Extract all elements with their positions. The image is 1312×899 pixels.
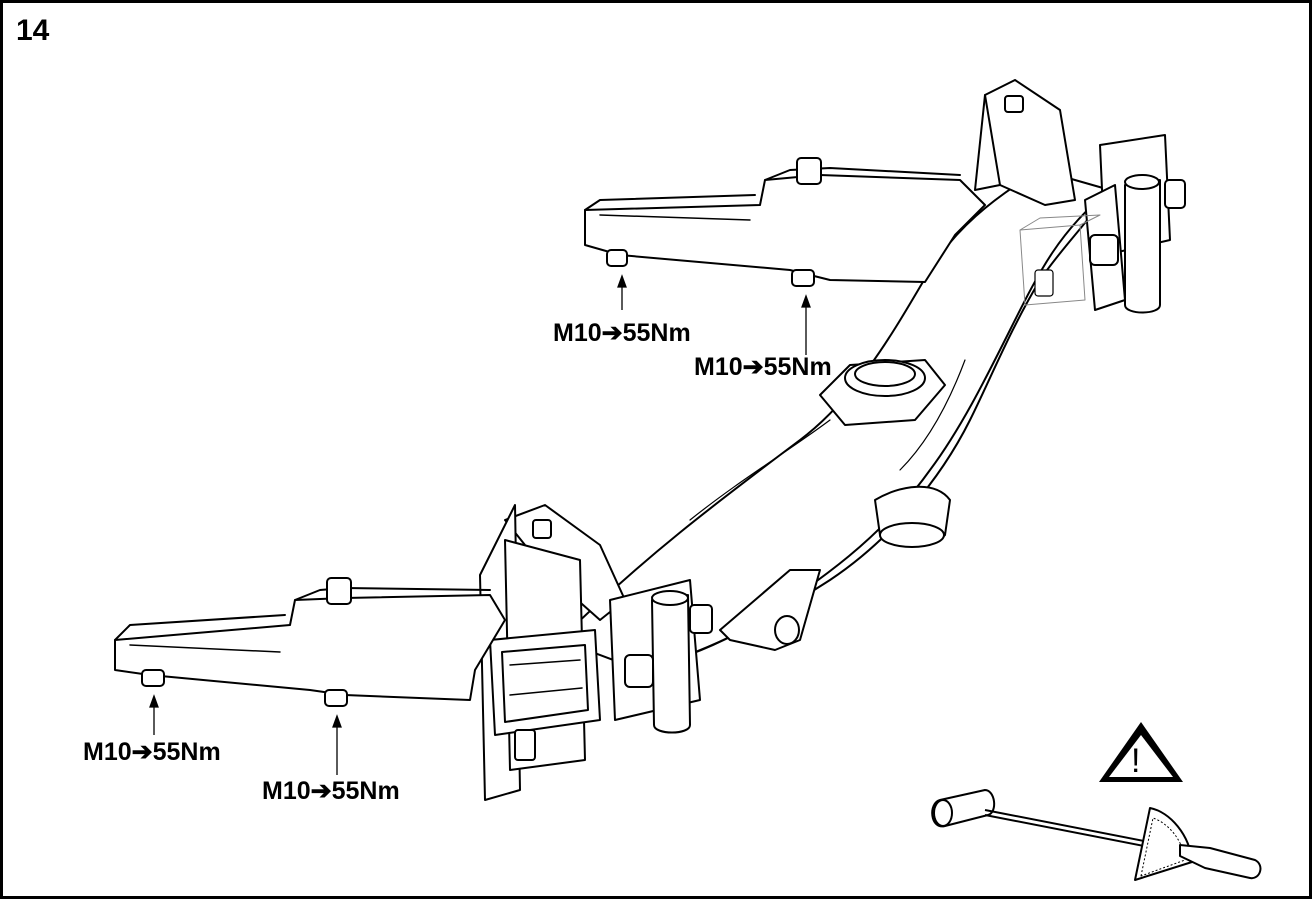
- crossbar-edge-line: [689, 359, 966, 521]
- rear-right-nut-a: [1164, 179, 1186, 209]
- front-arm-stud: [326, 577, 352, 605]
- center-boss-top: [854, 361, 916, 387]
- step-number: 14: [16, 14, 50, 47]
- torque-label-rear-left: M10➔55Nm: [553, 319, 691, 347]
- rear-arm-stud: [796, 157, 822, 185]
- rear-right-tube-top: [1124, 174, 1160, 190]
- rear-arm: [584, 174, 986, 283]
- front-nut-a: [689, 604, 713, 634]
- torque-label-front-right: M10➔55Nm: [262, 777, 400, 805]
- front-arm-groove: [129, 644, 281, 653]
- receiver-inner: [509, 659, 583, 696]
- front-bracket-bolt: [532, 519, 552, 539]
- rear-receiver-clip: [1034, 269, 1054, 297]
- arrowhead-rear-right: [801, 294, 811, 308]
- receiver-clip: [514, 729, 536, 761]
- arrowhead-front-right: [332, 714, 342, 728]
- rear-right-nut-b: [1089, 234, 1119, 266]
- under-hook-mount-base: [879, 522, 945, 548]
- rear-arm-nut-right: [791, 269, 815, 287]
- warning-exclamation: !: [1131, 742, 1141, 780]
- arrowhead-rear-left: [617, 274, 627, 288]
- rear-receiver-ghost: [1019, 214, 1101, 306]
- receiver-opening: [501, 644, 589, 723]
- front-tube: [651, 594, 691, 734]
- coupling-pivot: [774, 615, 800, 645]
- front-nut-b: [624, 654, 654, 688]
- rear-right-plate-edge: [974, 94, 1001, 191]
- torque-wrench-icon: [931, 789, 1262, 881]
- front-tube-top: [651, 590, 689, 606]
- front-arm-nut-right: [324, 689, 348, 707]
- rear-right-tube: [1124, 179, 1161, 314]
- arrowhead-front-left: [149, 694, 159, 708]
- warning-triangle-icon: [1099, 722, 1183, 782]
- torque-label-rear-right: M10➔55Nm: [694, 353, 832, 381]
- rear-arm-groove: [599, 214, 751, 221]
- front-arm-nut-left: [141, 669, 165, 687]
- rear-right-bolt: [1004, 95, 1024, 113]
- torque-label-front-left: M10➔55Nm: [83, 738, 221, 766]
- rear-arm-nut-left: [606, 249, 628, 267]
